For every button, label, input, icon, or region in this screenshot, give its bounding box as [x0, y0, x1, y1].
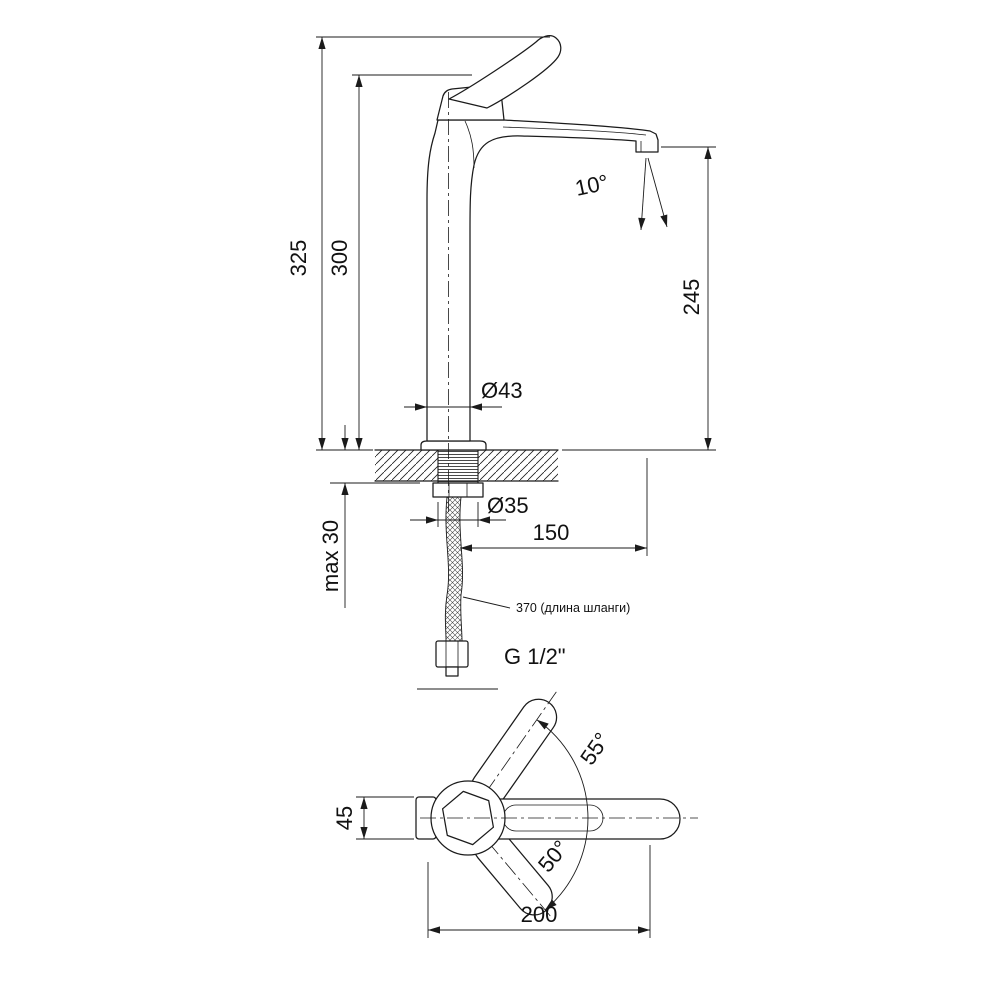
faucet-body-spout	[426, 119, 659, 442]
dim-label-hose: 370 (длина шланги)	[516, 601, 630, 615]
dim-label-55deg: 55°	[575, 728, 615, 770]
deck-hatch-right	[478, 450, 558, 481]
flexible-hose	[444, 496, 463, 642]
dim-label-max30: max 30	[318, 520, 343, 592]
dim-body-diameter: Ø43	[404, 378, 523, 411]
top-view: 55° 50° 45 200	[332, 691, 698, 938]
dim-label-d35: Ø35	[487, 493, 529, 518]
deck-hatch-left	[375, 450, 438, 481]
dim-label-300: 300	[327, 240, 352, 277]
dim-label-50deg: 50°	[533, 835, 574, 877]
dim-total-height: 325	[286, 36, 550, 451]
dim-label-150: 150	[533, 520, 570, 545]
mounting-nut	[432, 482, 484, 498]
dim-body-height: 300	[327, 74, 472, 450]
dim-max-deck: max 30	[318, 425, 420, 608]
handle-lever	[448, 35, 562, 109]
mounting-deck	[374, 449, 559, 482]
dim-label-45: 45	[332, 806, 357, 830]
dim-spout-angle: 10°	[573, 157, 668, 231]
dim-label-10deg: 10°	[573, 170, 611, 201]
dim-label-200: 200	[521, 902, 558, 927]
base-flange	[420, 440, 487, 451]
swing-arc	[536, 719, 589, 911]
dim-overall-length: 200	[427, 845, 651, 938]
dim-outlet-height: 245	[562, 146, 716, 451]
dim-label-325: 325	[286, 240, 311, 277]
cartridge-hex	[441, 790, 495, 846]
dim-label-d43: Ø43	[481, 378, 523, 403]
front-dimensions: 325 300 245 10° Ø43	[286, 36, 716, 669]
front-view	[374, 35, 659, 690]
dim-label-thread: G 1/2"	[504, 644, 566, 669]
dim-body-width: 45	[332, 796, 414, 840]
threaded-shank	[437, 449, 479, 484]
dim-label-245: 245	[679, 279, 704, 316]
dim-shank-diameter: Ø35	[410, 493, 529, 527]
dim-hose-length: 370 (длина шланги)	[462, 596, 630, 615]
hose-connector	[417, 640, 498, 690]
neck-edge-line	[464, 120, 475, 169]
dim-spout-reach: 150	[460, 458, 648, 556]
spout-edge-line	[502, 126, 647, 136]
